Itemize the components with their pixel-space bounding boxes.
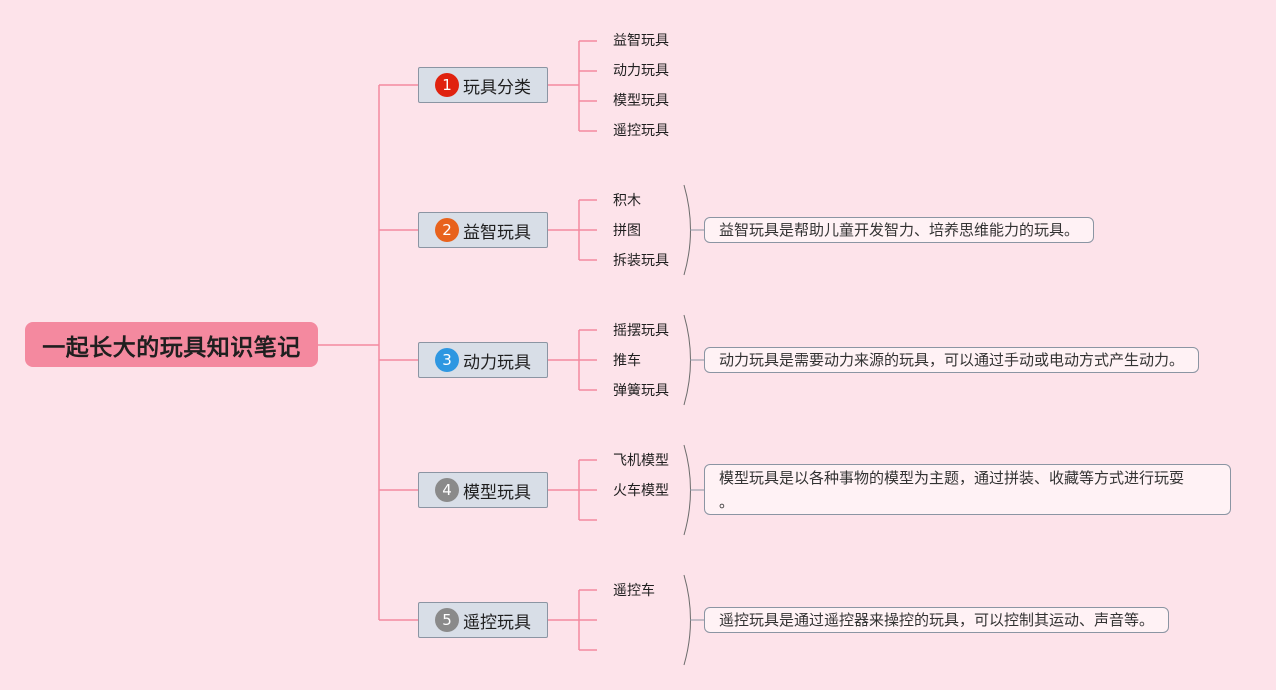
number-badge-icon: 1 xyxy=(435,73,459,97)
root-topic-label: 一起长大的玩具知识笔记 xyxy=(42,334,301,361)
branch-topic-2[interactable]: 2 益智玩具 xyxy=(418,212,548,248)
leaf-topic[interactable]: 模型玩具 xyxy=(613,93,669,109)
number-badge-icon: 2 xyxy=(435,218,459,242)
leaf-topic[interactable]: 飞机模型 xyxy=(613,453,669,469)
leaf-topic[interactable]: 摇摆玩具 xyxy=(613,323,669,339)
branch-label: 益智玩具 xyxy=(463,222,531,243)
bracket-5 xyxy=(683,574,691,666)
leaf-topic[interactable]: 遥控玩具 xyxy=(613,123,669,139)
leaf-topic[interactable]: 益智玩具 xyxy=(613,33,669,49)
leaf-topic[interactable]: 拼图 xyxy=(613,223,641,239)
note-text-line-2: 。 xyxy=(719,493,735,511)
summary-note-5[interactable]: 遥控玩具是通过遥控器来操控的玩具，可以控制其运动、声音等。 xyxy=(704,607,1170,633)
note-text-line-1: 模型玩具是以各种事物的模型为主题，通过拼装、收藏等方式进行玩耍 xyxy=(719,469,1185,487)
number-badge-icon: 3 xyxy=(435,348,459,372)
branch-topic-4[interactable]: 4 模型玩具 xyxy=(418,472,548,508)
number-badge-icon: 5 xyxy=(435,608,459,632)
bracket-2 xyxy=(683,184,691,276)
branch-label: 模型玩具 xyxy=(463,482,531,503)
number-badge-icon: 4 xyxy=(435,478,459,502)
summary-note-3[interactable]: 动力玩具是需要动力来源的玩具，可以通过手动或电动方式产生动力。 xyxy=(704,347,1200,373)
leaf-topic[interactable]: 动力玩具 xyxy=(613,63,669,79)
branch-label: 玩具分类 xyxy=(463,77,531,98)
branch-topic-1[interactable]: 1 玩具分类 xyxy=(418,67,548,103)
note-text: 益智玩具是帮助儿童开发智力、培养思维能力的玩具。 xyxy=(719,221,1080,239)
branch-topic-3[interactable]: 3 动力玩具 xyxy=(418,342,548,378)
root-topic[interactable]: 一起长大的玩具知识笔记 xyxy=(25,322,318,367)
bracket-4 xyxy=(683,444,691,536)
branch-label: 动力玩具 xyxy=(463,352,531,373)
branch-topic-5[interactable]: 5 遥控玩具 xyxy=(418,602,548,638)
leaf-topic[interactable]: 拆装玩具 xyxy=(613,253,669,269)
summary-note-2[interactable]: 益智玩具是帮助儿童开发智力、培养思维能力的玩具。 xyxy=(704,217,1095,243)
leaf-topic[interactable]: 弹簧玩具 xyxy=(613,383,669,399)
leaf-topic[interactable]: 火车模型 xyxy=(613,483,669,499)
summary-note-4[interactable]: 模型玩具是以各种事物的模型为主题，通过拼装、收藏等方式进行玩耍 。 xyxy=(704,464,1231,515)
leaf-topic[interactable]: 遥控车 xyxy=(613,583,655,599)
branch-label: 遥控玩具 xyxy=(463,612,531,633)
leaf-topic[interactable]: 推车 xyxy=(613,353,641,369)
note-text: 动力玩具是需要动力来源的玩具，可以通过手动或电动方式产生动力。 xyxy=(719,351,1185,369)
note-text: 遥控玩具是通过遥控器来操控的玩具，可以控制其运动、声音等。 xyxy=(719,611,1155,629)
bracket-3 xyxy=(683,314,691,406)
leaf-topic[interactable]: 积木 xyxy=(613,193,641,209)
